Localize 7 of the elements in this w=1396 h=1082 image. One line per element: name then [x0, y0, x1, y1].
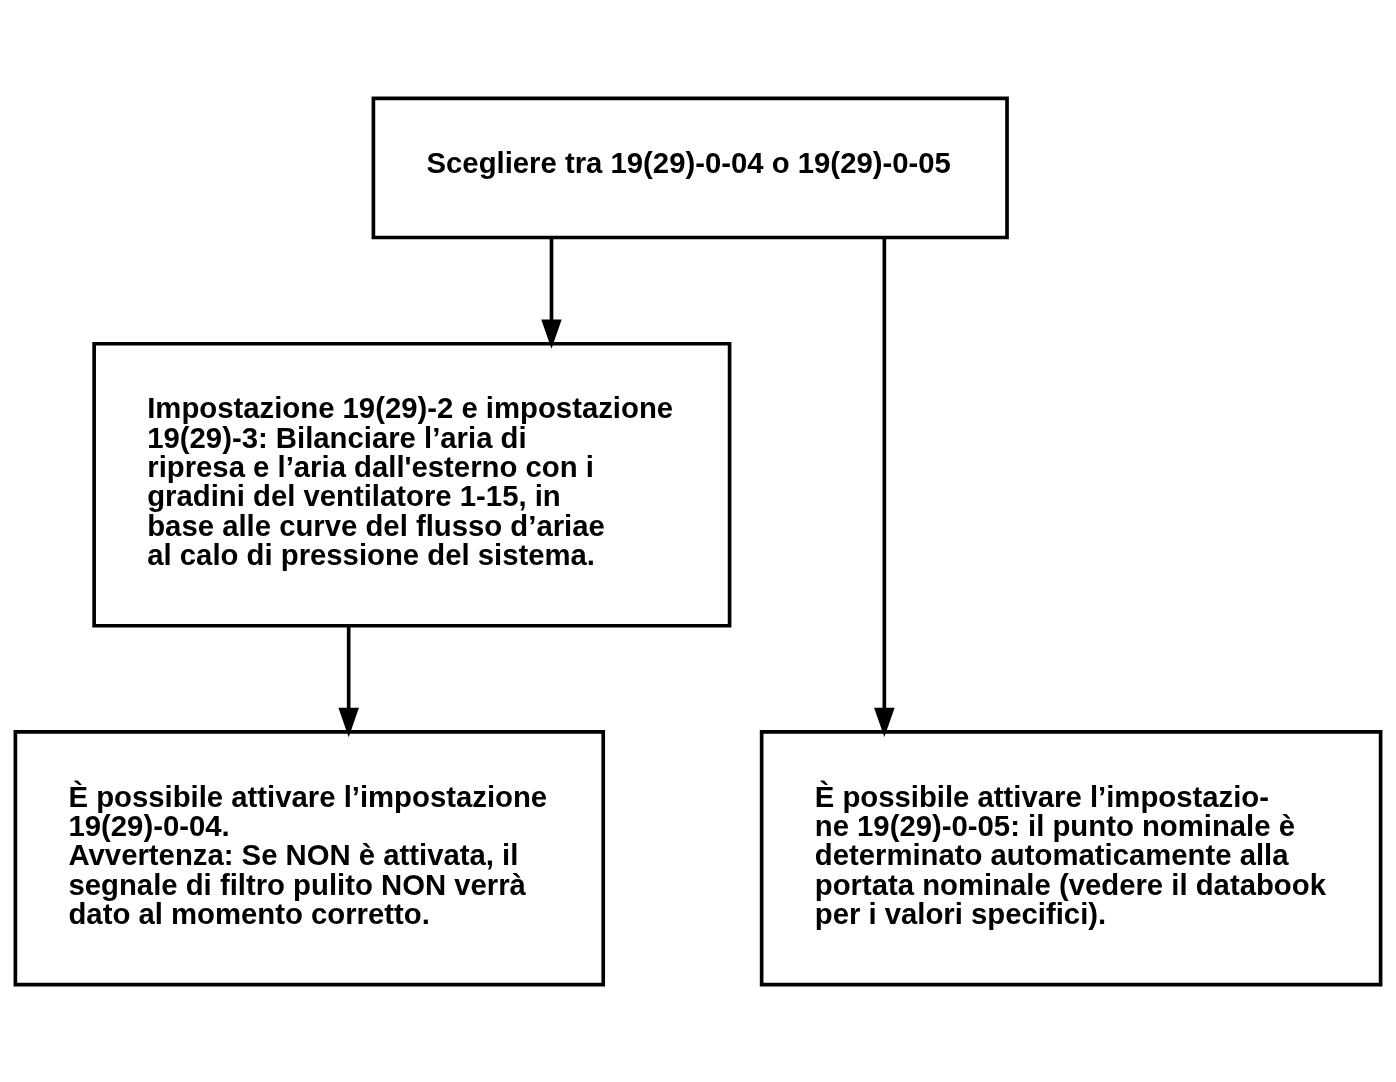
arrow: [338, 625, 359, 737]
arrow: [874, 237, 895, 737]
node-box: È possibile attivare l’impostazione 19(29)-0-04. Avvertenza: Se NON è attivata, il segnale di filtro pulito NON verrà dato al momento corretto.: [13, 729, 606, 986]
arrow: [541, 237, 562, 349]
node-box: È possibile attivare l’impostazio- ne 19(29)-0-05: il punto nominale è determinato automaticamente alla portata nominale (vedere il databook per i valori specifici).: [759, 729, 1383, 986]
node-box: Impostazione 19(29)-2 e impostazione 19(29)-3: Bilanciare l’aria di ripresa e l’aria dall'esterno con i gradini del ventilatore 1-15, in base alle curve del flusso d’ariae al calo di pressione del sistema.: [92, 341, 732, 628]
node-box: Scegliere tra 19(29)-0-04 o 19(29)-0-05: [371, 96, 1009, 239]
